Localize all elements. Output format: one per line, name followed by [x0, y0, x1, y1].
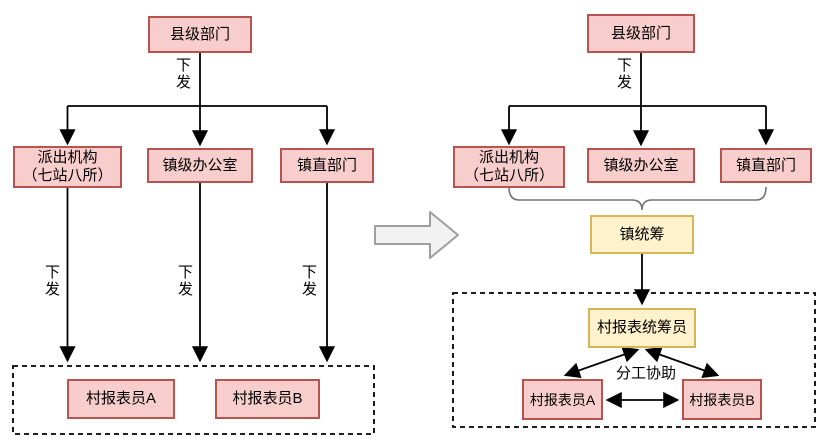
- node-label-line2: （七站八所）: [463, 167, 554, 184]
- node-label-line2: （七站八所）: [22, 167, 113, 184]
- node-village-reporter-a-after: 村报表员A: [522, 379, 603, 420]
- node-label: 村报表统筹员: [596, 319, 687, 336]
- node-dispatched-agency-before: 派出机构 （七站八所）: [13, 146, 122, 188]
- node-label: 村报表员A: [85, 390, 156, 407]
- edge-label-issue-1-before: 下发: [44, 264, 60, 298]
- node-town-office-after: 镇级办公室: [587, 148, 695, 183]
- node-label-line1: 派出机构: [478, 149, 539, 166]
- edge-label-issue-2-before: 下发: [177, 264, 193, 298]
- node-town-office-before: 镇级办公室: [147, 148, 253, 183]
- node-label: 镇直部门: [735, 156, 796, 174]
- before-village-group-frame: [12, 365, 375, 435]
- node-village-reporter-b-after: 村报表员B: [682, 379, 762, 420]
- node-label: 村报表员B: [689, 391, 755, 408]
- node-label: 村报表员B: [232, 390, 303, 407]
- edge-label-issue-top-before: 下发: [175, 57, 191, 91]
- node-town-dept-after: 镇直部门: [720, 148, 812, 183]
- node-village-reporter-b-before: 村报表员B: [215, 379, 320, 419]
- before-connectors: [12, 53, 375, 435]
- node-label: 镇直部门: [296, 156, 357, 174]
- after-village-group-frame: [452, 292, 816, 428]
- node-town-dept-before: 镇直部门: [280, 148, 374, 183]
- converge-brace: [508, 186, 767, 211]
- transform-arrow-icon: [374, 211, 459, 259]
- node-label-line1: 派出机构: [37, 149, 98, 166]
- node-label: 县级部门: [610, 24, 671, 42]
- edge-label-issue-3-before: 下发: [301, 264, 317, 298]
- node-label: 镇级办公室: [162, 156, 238, 174]
- after-connectors: [452, 53, 816, 428]
- node-label: 县级部门: [169, 25, 230, 43]
- node-village-report-coordinator: 村报表统筹员: [588, 308, 696, 348]
- node-label: 镇统筹: [619, 225, 665, 243]
- node-village-reporter-a-before: 村报表员A: [67, 379, 175, 419]
- edge-label-assist: 分工协助: [615, 365, 676, 382]
- node-dispatched-agency-after: 派出机构 （七站八所）: [453, 146, 565, 188]
- node-county-dept-before: 县级部门: [148, 16, 252, 53]
- node-label: 村报表员A: [529, 391, 596, 408]
- node-town-coordinator: 镇统筹: [590, 215, 694, 254]
- node-label: 镇级办公室: [603, 156, 679, 174]
- edge-label-issue-top-after: 下发: [616, 57, 632, 91]
- node-county-dept-after: 县级部门: [587, 14, 695, 53]
